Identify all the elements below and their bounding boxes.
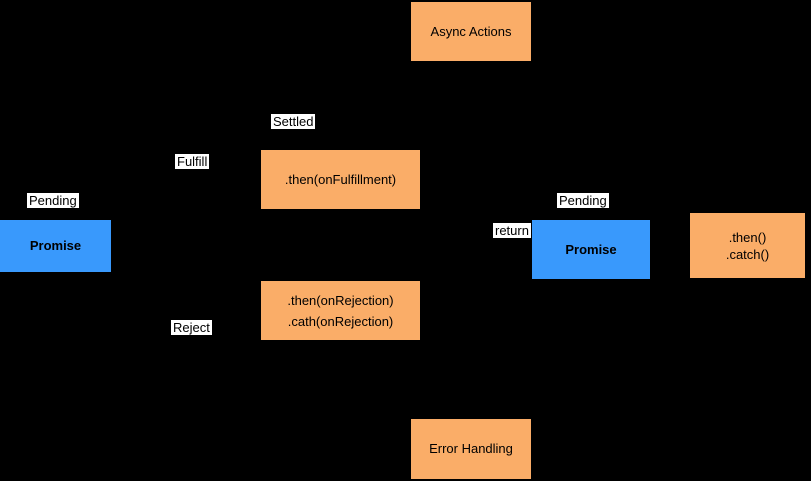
async-actions-label: Async Actions <box>430 23 512 39</box>
edge-label-return: return <box>493 223 531 238</box>
then-catch-line1: .then() <box>728 229 767 245</box>
then-onfulfillment-node: .then(onFulfillment) <box>261 150 420 209</box>
edge-label-settled: Settled <box>271 114 316 129</box>
then-catch-node: .then() .catch() <box>690 213 805 278</box>
promise-node-right: Promise <box>532 220 650 279</box>
edge-label-pending-left: Pending <box>27 193 79 208</box>
promise-right-label: Promise <box>565 241 617 257</box>
then-onrejection-line1: .then(onRejection) <box>287 292 394 308</box>
then-onrejection-line2: .cath(onRejection) <box>287 313 394 329</box>
edge-label-pending-right: Pending <box>557 193 609 208</box>
edge-label-fulfill: Fulfill <box>175 154 210 169</box>
then-onrejection-node: .then(onRejection) .cath(onRejection) <box>261 281 420 340</box>
promise-left-label: Promise <box>29 238 82 253</box>
then-catch-line2: .catch() <box>725 246 770 262</box>
then-onfulfillment-label: .then(onFulfillment) <box>284 171 397 187</box>
promise-node-left: Promise <box>0 220 111 272</box>
error-handling-label: Error Handling <box>429 441 513 456</box>
error-handling-node: Error Handling <box>411 419 531 479</box>
edge-label-reject: Reject <box>171 320 212 335</box>
async-actions-node: Async Actions <box>411 2 531 61</box>
